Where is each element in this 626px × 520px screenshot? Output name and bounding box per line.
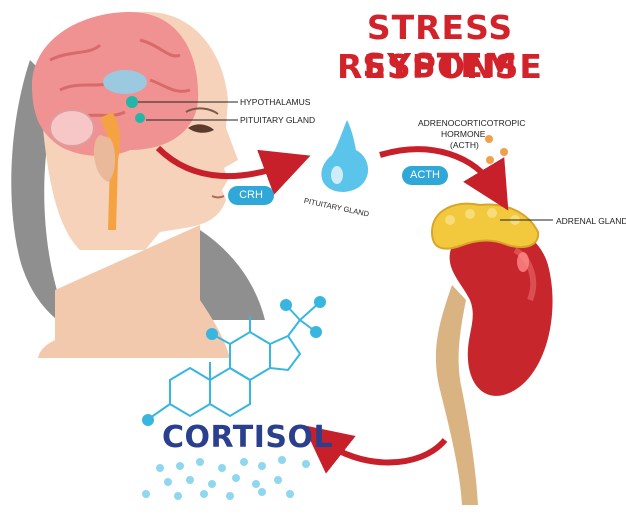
pituitary-marker <box>135 113 145 123</box>
cortisol-particles <box>142 456 310 500</box>
ear <box>93 135 116 182</box>
title-line-1: STRESS RESPONSE <box>337 8 543 86</box>
eyebrow <box>185 107 219 115</box>
hair <box>11 60 130 341</box>
ventricle <box>103 70 147 94</box>
mouth <box>211 195 225 199</box>
arrow-adrenal-to-cortisol <box>303 425 448 474</box>
acth-full-name-line-2: HORMONE <box>441 129 486 139</box>
arrow-pituitary-to-adrenal <box>379 146 509 211</box>
molecule-atoms <box>142 296 326 426</box>
crh-badge: CRH <box>228 186 274 205</box>
pituitary-head-label: PITUITARY GLAND <box>240 115 316 125</box>
acth-full-name-line-1: ADRENOCORTICOTROPIC <box>418 118 526 128</box>
adrenal-gland-label: ADRENAL GLAND <box>556 216 626 226</box>
arrow-hypothalamus-to-pituitary <box>155 145 311 195</box>
cerebellum <box>49 109 95 147</box>
title-line-2: SYSTEM <box>362 46 518 85</box>
acth-full-name-line-3: (ACTH) <box>450 140 479 150</box>
neck <box>38 225 230 358</box>
acth-molecules <box>485 135 508 164</box>
cortisol-label: CORTISOL <box>162 420 334 455</box>
pituitary-gland-illustration <box>321 120 369 192</box>
kidney-illustration <box>435 225 553 505</box>
acth-badge: ACTH <box>402 166 448 185</box>
hypothalamus-label: HYPOTHALAMUS <box>240 97 311 107</box>
eye <box>188 124 214 133</box>
human-head-illustration <box>11 11 265 358</box>
hypothalamus-marker <box>126 96 138 108</box>
